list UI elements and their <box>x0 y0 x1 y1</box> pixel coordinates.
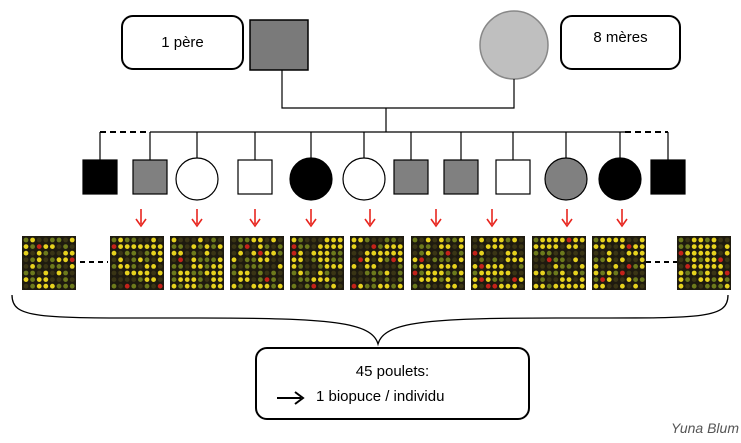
microarrays-group <box>22 236 731 290</box>
microarray-chip <box>170 236 224 290</box>
red-arrow-icon <box>249 209 261 228</box>
offspring-male-square <box>495 159 531 195</box>
offspring-male-square <box>132 159 168 195</box>
arrow-right-icon <box>277 391 305 405</box>
arrows-group <box>135 209 628 228</box>
microarray-chip <box>592 236 646 290</box>
microarray-chip <box>22 236 76 290</box>
microarray-chip <box>677 236 731 290</box>
microarray-chip <box>290 236 344 290</box>
microarray-chip <box>411 236 465 290</box>
offspring-male-square <box>82 159 118 195</box>
mothers-label: 8 mères <box>593 29 648 46</box>
microarray-chip <box>230 236 284 290</box>
summary-title: 45 poulets: <box>355 363 430 380</box>
father-symbol <box>249 19 309 71</box>
mothers-label-box: 8 mères <box>560 15 681 70</box>
red-arrow-icon <box>135 209 147 228</box>
summary-box: 45 poulets: 1 biopuce / individu <box>255 347 530 420</box>
offspring-female-circle <box>289 157 333 201</box>
author-credit: Yuna Blum <box>671 420 739 436</box>
red-arrow-icon <box>486 209 498 228</box>
offspring-male-square <box>237 159 273 195</box>
offspring-male-square <box>393 159 429 195</box>
microarray-chip <box>350 236 404 290</box>
offspring-female-circle <box>342 157 386 201</box>
microarray-chip <box>471 236 525 290</box>
mating-line <box>281 70 515 109</box>
red-arrow-icon <box>305 209 317 228</box>
father-label-box: 1 père <box>121 15 244 70</box>
offspring-female-circle <box>544 157 588 201</box>
offspring-male-square <box>443 159 479 195</box>
offspring-female-circle <box>175 157 219 201</box>
microarray-chip <box>532 236 586 290</box>
microarray-chip <box>110 236 164 290</box>
offspring-male-square <box>650 159 686 195</box>
offspring-female-circle <box>598 157 642 201</box>
mother-symbol <box>479 10 549 80</box>
summary-detail: 1 biopuce / individu <box>316 388 445 405</box>
red-arrow-icon <box>430 209 442 228</box>
curly-brace <box>11 294 729 347</box>
red-arrow-icon <box>364 209 376 228</box>
red-arrow-icon <box>616 209 628 228</box>
red-arrow-icon <box>561 209 573 228</box>
red-arrow-icon <box>191 209 203 228</box>
offspring-group <box>82 132 686 201</box>
father-label: 1 père <box>161 34 204 51</box>
